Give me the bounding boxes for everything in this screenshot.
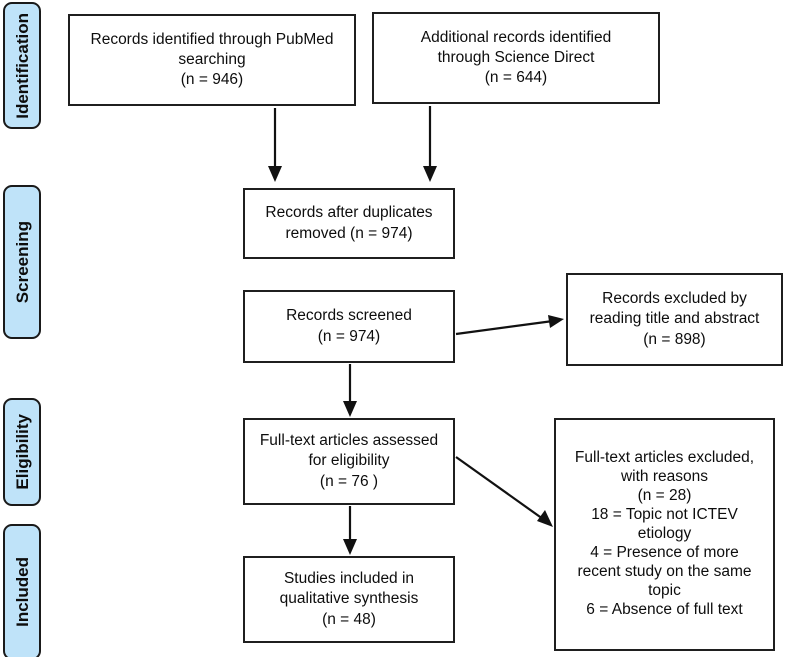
stage-tab-identification: Identification [3, 2, 41, 129]
box-text-records-excluded: Records excluded by reading title and ab… [589, 290, 760, 348]
box-records-excluded: Records excluded by reading title and ab… [566, 273, 783, 366]
box-additional-records-science-direct: Additional records identified through Sc… [372, 12, 660, 104]
box-text-studies-included-qualitative-synthesis: Studies included in qualitative synthesi… [279, 570, 419, 628]
box-text-additional-records-science-direct: Additional records identified through Sc… [420, 28, 612, 87]
box-records-after-duplicates-removed: Records after duplicates removed (n = 97… [243, 188, 455, 259]
box-text-records-after-duplicates-removed: Records after duplicates removed (n = 97… [265, 204, 433, 242]
box-full-text-articles-excluded: Full-text articles excluded, with reason… [554, 418, 775, 651]
box-full-text-articles-assessed: Full-text articles assessed for eligibil… [243, 418, 455, 505]
stage-label-screening: Screening [12, 220, 32, 304]
stage-tab-included: Included [3, 524, 41, 657]
box-records-screened: Records screened (n = 974) [243, 290, 455, 363]
box-text-full-text-articles-assessed: Full-text articles assessed for eligibil… [259, 432, 439, 490]
box-studies-included-qualitative-synthesis: Studies included in qualitative synthesi… [243, 556, 455, 643]
box-text-records-screened: Records screened (n = 974) [286, 307, 412, 345]
stage-tab-eligibility: Eligibility [3, 398, 41, 506]
stage-label-eligibility: Eligibility [12, 414, 32, 490]
box-text-records-identified-pubmed: Records identified through PubMed search… [90, 30, 334, 89]
box-text-full-text-articles-excluded: Full-text articles excluded, with reason… [574, 449, 755, 618]
stage-label-identification: Identification [12, 12, 32, 119]
stage-tab-screening: Screening [3, 185, 41, 339]
stage-label-included: Included [12, 557, 32, 627]
box-records-identified-pubmed: Records identified through PubMed search… [68, 14, 356, 106]
